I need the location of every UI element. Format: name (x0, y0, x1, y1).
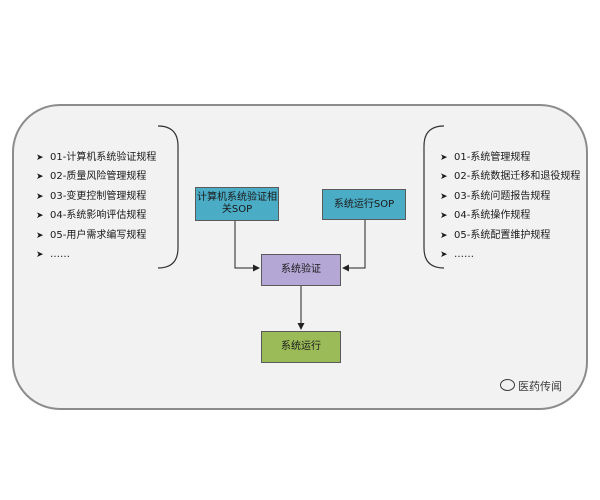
watermark: 医药传闻 (500, 378, 562, 394)
list-item: ➤01-系统管理规程 (440, 148, 580, 167)
arrow-bullet-icon: ➤ (440, 172, 448, 183)
arrow-sop-cv-to-validation (234, 221, 260, 272)
right-bracket (423, 125, 445, 269)
list-item: ➤…… (36, 245, 156, 264)
arrow-bullet-icon: ➤ (36, 211, 44, 222)
list-item: ➤04-系统操作规程 (440, 206, 580, 225)
arrow-bullet-icon: ➤ (36, 230, 44, 241)
list-item: ➤02-系统数据迁移和退役规程 (440, 167, 580, 186)
left-procedure-list: ➤01-计算机系统验证规程 ➤02-质量风险管理规程 ➤03-变更控制管理规程 … (36, 148, 156, 264)
system-validation-box: 系统验证 (261, 254, 341, 286)
left-bracket (157, 125, 179, 269)
arrow-bullet-icon: ➤ (440, 211, 448, 222)
list-item: ➤01-计算机系统验证规程 (36, 148, 156, 167)
arrow-sop-op-to-validation (342, 220, 366, 272)
list-item: ➤02-质量风险管理规程 (36, 167, 156, 186)
arrow-bullet-icon: ➤ (440, 249, 448, 260)
sop-system-operation-box: 系统运行SOP (322, 189, 406, 220)
arrow-bullet-icon: ➤ (440, 153, 448, 163)
arrow-bullet-icon: ➤ (440, 191, 448, 202)
sop-computer-validation-box: 计算机系统验证相关SOP (195, 187, 279, 221)
arrow-bullet-icon: ➤ (36, 153, 44, 163)
arrow-bullet-icon: ➤ (36, 172, 44, 183)
arrow-bullet-icon: ➤ (440, 230, 448, 241)
list-item: ➤05-系统配置维护规程 (440, 226, 580, 245)
list-item: ➤03-变更控制管理规程 (36, 187, 156, 206)
list-item: ➤04-系统影响评估规程 (36, 206, 156, 225)
system-operation-box: 系统运行 (261, 331, 341, 363)
list-item: ➤03-系统问题报告规程 (440, 187, 580, 206)
arrow-bullet-icon: ➤ (36, 249, 44, 260)
arrow-bullet-icon: ➤ (36, 191, 44, 202)
right-procedure-list: ➤01-系统管理规程 ➤02-系统数据迁移和退役规程 ➤03-系统问题报告规程 … (440, 148, 580, 264)
list-item: ➤…… (440, 245, 580, 264)
wechat-icon (500, 379, 515, 391)
list-item: ➤05-用户需求编写规程 (36, 226, 156, 245)
